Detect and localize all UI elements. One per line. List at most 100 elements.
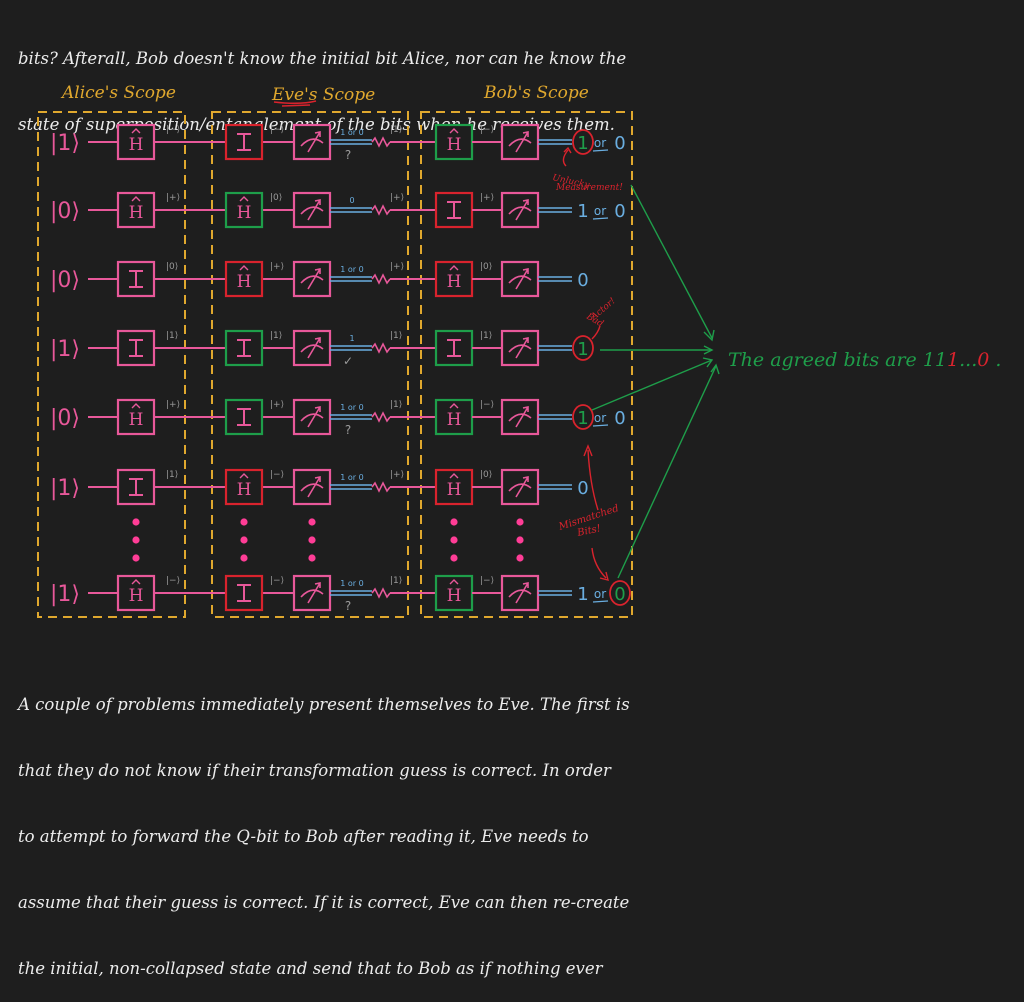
bob-basis-gate: H [434, 123, 474, 161]
eve-state-label: |−⟩ [270, 125, 284, 135]
continuation-dot [240, 536, 248, 544]
meter-needle [515, 476, 529, 498]
unlucky-annotation: Unlucky Measurement! [551, 146, 623, 193]
resend-zigzag [371, 587, 391, 599]
eve-guess-mark: ✓ [343, 354, 353, 368]
resend-zigzag [371, 273, 391, 285]
resend-zigzag [371, 342, 391, 354]
identity-glyph [447, 201, 461, 219]
continuation-dot [450, 518, 458, 526]
eve-out-state-label: |1⟩ [390, 125, 402, 135]
meter-needle [515, 406, 529, 428]
body-line: assume that their guess is correct. If i… [18, 893, 630, 912]
conclusion-last-bit: 0 [977, 349, 989, 371]
meter-arc [300, 344, 324, 353]
input-ket: |1⟩ [50, 476, 80, 501]
bob-measurement [500, 260, 540, 298]
eve-basis-gate [224, 398, 264, 436]
eve-reading: 0 [349, 196, 354, 205]
eve-reading: 1 or 0 [340, 579, 363, 588]
hadamard-glyph: H [447, 480, 462, 500]
qubit-row: |1⟩|1⟩H|−⟩1 or 0|+⟩H|0⟩0 [50, 468, 589, 506]
bob-result-bit-1: 1 [577, 133, 588, 154]
alice-gate: H [116, 123, 156, 161]
meter-arc [508, 483, 532, 492]
intro-line: bits? Afterall, Bob doesn't know the ini… [18, 49, 627, 68]
hadamard-glyph: H [447, 135, 462, 155]
bob-state-label: |0⟩ [480, 262, 492, 272]
identity-glyph [447, 339, 461, 357]
meter-arc [508, 413, 532, 422]
body-line: A couple of problems immediately present… [18, 695, 630, 714]
meter-needle [515, 268, 529, 290]
eve-measurement [292, 574, 332, 612]
continuation-dot [516, 536, 524, 544]
conclusion-red-bit: 1 [947, 349, 959, 371]
eve-basis-gate: H [224, 260, 264, 298]
hadamard-glyph: H [129, 135, 144, 155]
meter-needle [515, 337, 529, 359]
eve-reading: 1 or 0 [340, 473, 363, 482]
meter-needle [515, 131, 529, 153]
resend-zigzag [371, 204, 391, 216]
alice-state-label: |−⟩ [166, 125, 180, 135]
highlight-circle [609, 580, 631, 606]
identity-glyph [237, 408, 251, 426]
meter-needle [307, 131, 321, 153]
bob-basis-gate: H [434, 574, 474, 612]
bob-result-bit: 0 [577, 270, 588, 291]
bob-basis-gate: H [434, 398, 474, 436]
qubit-row: |1⟩H|−⟩|−⟩1 or 0?|1⟩H|−⟩1 or 0 [50, 574, 631, 613]
conclusion-prefix: The agreed bits are [728, 349, 923, 371]
eve-out-state-label: |1⟩ [390, 576, 402, 586]
body-line: the initial, non-collapsed state and sen… [18, 959, 603, 978]
qubit-row: |1⟩|1⟩|1⟩1✓|1⟩|1⟩1 [50, 329, 594, 368]
alice-state-label: |+⟩ [166, 400, 180, 410]
meter-needle [307, 199, 321, 221]
meter-arc [508, 138, 532, 147]
alice-gate: H [116, 191, 156, 229]
body-paragraph: A couple of problems immediately present… [18, 650, 630, 1002]
meter-needle [307, 406, 321, 428]
hadamard-glyph: H [447, 410, 462, 430]
meter-arc [508, 275, 532, 284]
meter-needle [307, 476, 321, 498]
alice-state-label: |1⟩ [166, 331, 178, 341]
eve-basis-gate [224, 574, 264, 612]
highlight-circle [572, 404, 594, 430]
bob-result-or: or [594, 411, 606, 425]
input-ket: |1⟩ [50, 337, 80, 362]
eve-basis-gate [224, 329, 264, 367]
unlucky-label-2: Measurement! [555, 183, 623, 193]
bob-result-or: or [594, 136, 606, 150]
input-ket: |0⟩ [50, 268, 80, 293]
continuation-dot [516, 554, 524, 562]
arrow-row5 [591, 359, 713, 411]
meter-needle [307, 582, 321, 604]
bob-result-bit-1: 1 [577, 584, 588, 605]
conclusion-ellipsis: ... [959, 349, 977, 371]
bad-actor-annotation: Bad Actor! [584, 296, 618, 340]
bob-result-bit-0: 0 [614, 133, 625, 154]
input-ket: |1⟩ [50, 131, 80, 156]
hadamard-glyph: H [447, 272, 462, 292]
meter-arc [508, 589, 532, 598]
eve-measurement [292, 398, 332, 436]
eve-measurement [292, 329, 332, 367]
bob-scope-label: Bob's Scope [483, 83, 589, 103]
eve-reading: 1 or 0 [340, 265, 363, 274]
body-line: to attempt to forward the Q-bit to Bob a… [18, 827, 589, 846]
identity-glyph [129, 339, 143, 357]
continuation-dot [132, 536, 140, 544]
bob-basis-gate: H [434, 260, 474, 298]
eve-reading: 1 [349, 334, 354, 343]
identity-glyph [237, 133, 251, 151]
bob-measurement [500, 574, 540, 612]
eve-measurement [292, 260, 332, 298]
eve-state-label: |+⟩ [270, 262, 284, 272]
eve-state-label: |1⟩ [270, 331, 282, 341]
eve-measurement [292, 468, 332, 506]
agreement-arrows [591, 184, 720, 579]
continuation-dot [450, 536, 458, 544]
eve-guess-mark: ? [345, 148, 351, 162]
